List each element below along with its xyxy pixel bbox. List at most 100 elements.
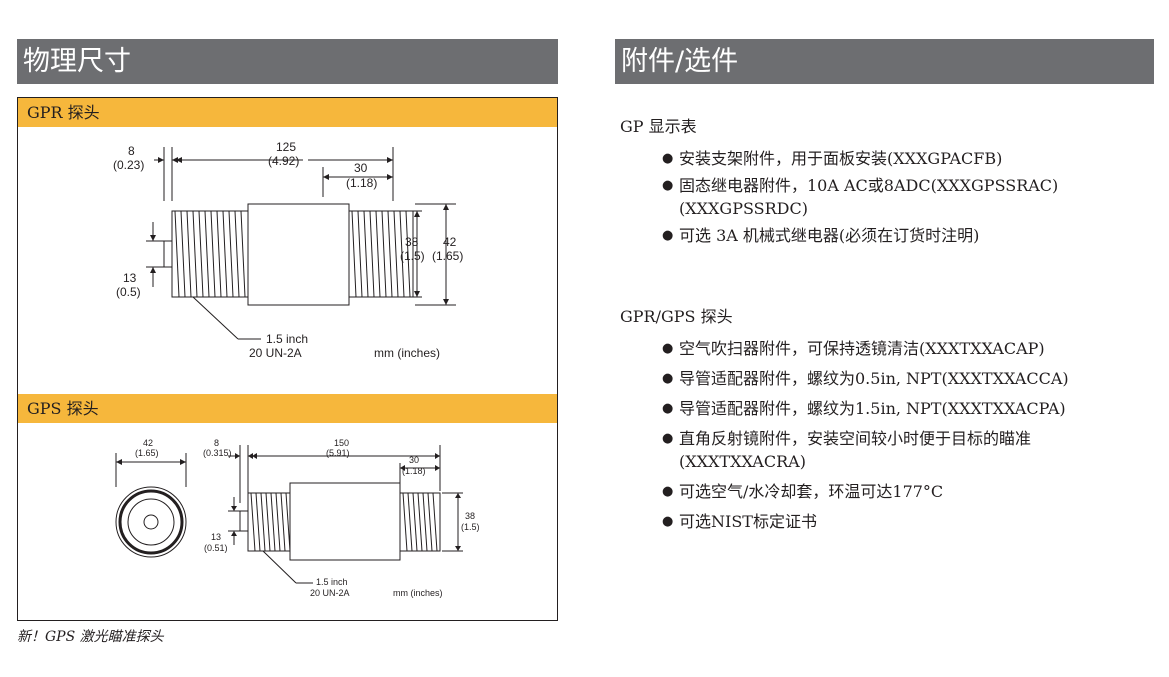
gp-display-group-title: GP 显示表 [620,117,697,136]
bullet-icon: ● [662,371,674,386]
bullet-icon: ● [662,228,674,243]
thread-line [399,210,405,298]
thread-line [192,210,198,298]
dimensions-header: 物理尺寸 [17,39,558,84]
thread-line [270,492,276,552]
thread-line [186,210,192,298]
gpr-dim-30: 30 [354,161,368,175]
thread-line [351,210,357,298]
list-item: ●导管适配器附件，螺纹为1.5in, NPT(XXXTXXACPA) [662,399,1066,418]
gps-dim-42: 42 [143,438,153,448]
probe-options-list: ●空气吹扫器附件，可保持透镜清洁(XXXTXXACAP) ●导管适配器附件，螺纹… [662,337,1132,533]
gps-dim-30: 30 [409,455,419,465]
list-item: ●可选NIST标定证书 [662,512,817,531]
thread-line [275,492,281,552]
thread-line [265,492,271,552]
bullet-icon: ● [662,514,674,529]
list-item: ●固态继电器附件，10A AC或8ADC(XXXGPSSRAC)(XXXGPSS… [662,176,1059,218]
gpr-probe-drawing: 8 (0.23) 125 (4.92) 30 (1.18) 38 (1.5) 4… [18,127,557,394]
bullet-icon: ● [662,341,674,356]
thread-line [402,492,408,552]
gpr-thread-size: 1.5 inch [266,332,308,346]
bullet-icon: ● [662,178,674,193]
thread-line [222,210,228,298]
thread-line [417,492,423,552]
gps-dim-38-in: (1.5) [461,522,480,532]
gpr-right-thread [348,210,414,298]
thread-line [405,210,411,298]
gpr-probe-band: GPR 探头 [18,98,557,127]
gps-thread-size: 1.5 inch [316,577,348,587]
dimensions-title: 物理尺寸 [23,46,131,77]
gpr-dim-13-in: (0.5) [116,285,141,299]
gpr-thread-spec: 20 UN-2A [249,346,302,360]
gps-dim-8: 8 [214,438,219,448]
thread-line [234,210,240,298]
accessories-title: 附件/选件 [621,46,739,77]
bullet-icon: ● [662,431,674,446]
gps-dim-150: 150 [334,438,349,448]
thread-line [180,210,186,298]
gpr-dim-8: 8 [128,144,135,158]
dimensions-panel: GPR 探头 [17,97,558,621]
thread-line [407,492,413,552]
gpr-dim-42-in: (1.65) [432,249,463,263]
thread-line [280,492,286,552]
gps-probe-label: GPS 探头 [27,399,99,418]
thread-line [204,210,210,298]
gpr-units: mm (inches) [374,346,440,360]
thread-line [260,492,266,552]
bullet-icon: ● [662,151,674,166]
gps-dim-13-in: (0.51) [204,543,228,553]
gps-dim-150-in: (5.91) [326,448,350,458]
gps-probe-band: GPS 探头 [18,394,557,423]
gps-dim-8-in: (0.315) [203,448,232,458]
gps-dim-42-in: (1.65) [135,448,159,458]
thread-line [381,210,387,298]
list-item: ●直角反射镜附件，安装空间较小时便于目标的瞄准(XXXTXXACRA) [662,429,1032,471]
gpr-dim-38: 38 [405,235,419,249]
thread-line [432,492,438,552]
gps-probe-drawing: 42 (1.65) 8 (0.315) 150 (5.91) 30 (1.18)… [18,423,557,621]
thread-line [393,210,399,298]
thread-line [422,492,428,552]
gps-dim-13: 13 [211,532,221,542]
gpr-center-body [247,203,350,306]
thread-line [369,210,375,298]
thread-line [285,492,291,552]
list-item: ●空气吹扫器附件，可保持透镜清洁(XXXTXXACAP) [662,339,1045,358]
gpr-dim-125-in: (4.92) [268,154,299,168]
thread-line [427,492,433,552]
thread-line [198,210,204,298]
gps-thread-spec: 20 UN-2A [310,588,350,598]
list-item: ●可选 3A 机械式继电器(必须在订货时注明) [662,226,980,245]
thread-line [228,210,234,298]
bullet-icon: ● [662,484,674,499]
gpr-probe-label: GPR 探头 [27,103,100,122]
bullet-icon: ● [662,401,674,416]
gpr-dim-42: 42 [443,235,457,249]
thread-line [250,492,256,552]
gpr-dim-13: 13 [123,271,137,285]
thread-line [240,210,246,298]
thread-line [357,210,363,298]
thread-line [375,210,381,298]
list-item: ●安装支架附件，用于面板安装(XXXGPACFB) [662,149,1003,168]
list-item: ●可选空气/水冷却套，环温可达177°C [662,482,944,501]
accessories-header: 附件/选件 [615,39,1154,84]
gps-laser-caption: 新！GPS 激光瞄准探头 [17,629,164,645]
thread-line [216,210,222,298]
gps-units: mm (inches) [393,588,443,598]
list-item: ●导管适配器附件，螺纹为0.5in, NPT(XXXTXXACCA) [662,369,1069,388]
gpr-dim-38-in: (1.5) [400,249,425,263]
gpr-dim-30-in: (1.18) [346,176,377,190]
thread-line [363,210,369,298]
gp-display-options-list: ●安装支架附件，用于面板安装(XXXGPACFB) ●固态继电器附件，10A A… [662,147,1132,247]
thread-line [174,210,180,298]
thread-line [210,210,216,298]
thread-line [412,492,418,552]
thread-line [387,210,393,298]
gpr-dim-8-in: (0.23) [113,158,144,172]
thread-line [255,492,261,552]
gpr-gps-probe-group-title: GPR/GPS 探头 [620,307,733,326]
